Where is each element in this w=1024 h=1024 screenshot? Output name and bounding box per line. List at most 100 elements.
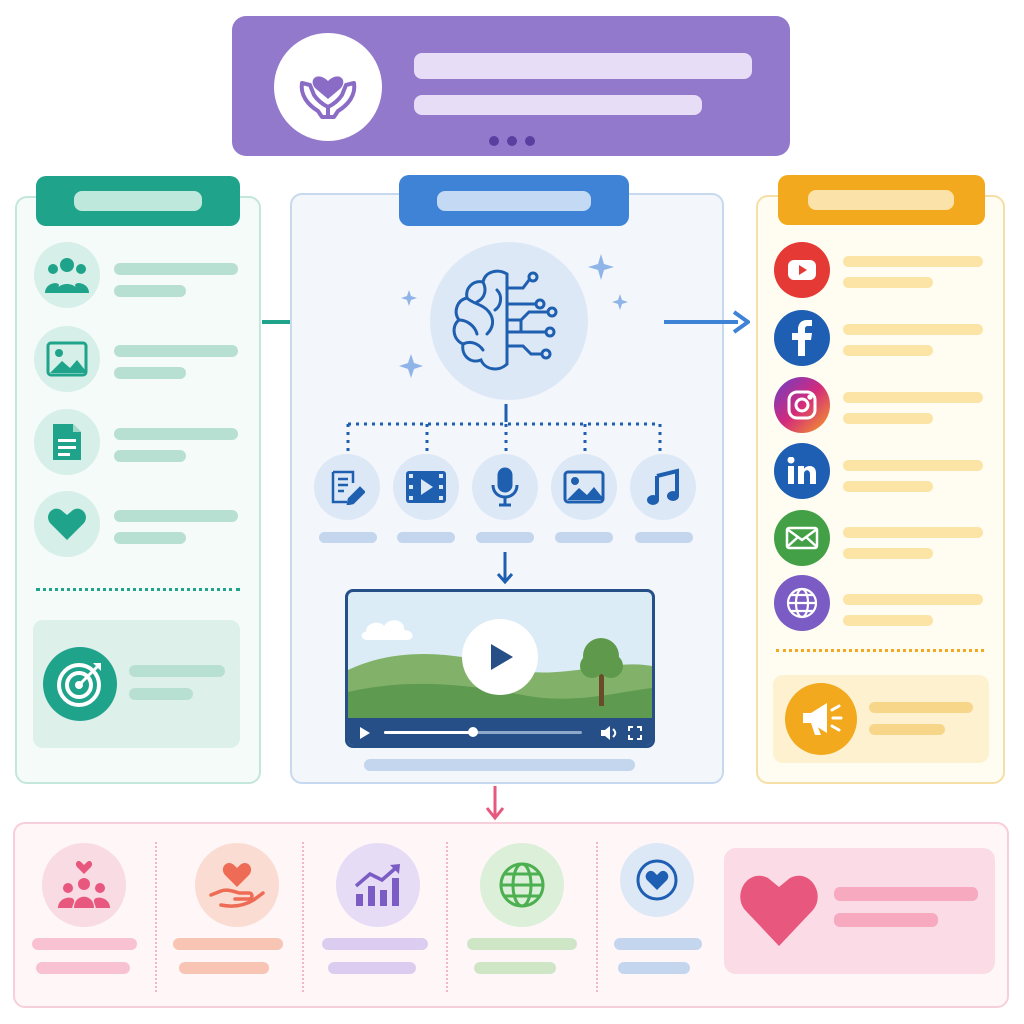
left-divider bbox=[36, 588, 240, 591]
target-icon bbox=[43, 647, 117, 721]
channel-3-line-1 bbox=[843, 392, 983, 403]
summary-line-1 bbox=[834, 887, 978, 901]
channel-5-line-2 bbox=[843, 548, 933, 559]
down-arrow-to-player bbox=[495, 550, 515, 586]
player-controls bbox=[348, 718, 652, 745]
fullscreen-icon[interactable] bbox=[628, 726, 642, 740]
big-heart-icon bbox=[740, 875, 818, 946]
image-icon bbox=[34, 326, 100, 392]
channel-5-line-1 bbox=[843, 527, 983, 538]
linkedin-icon[interactable] bbox=[774, 443, 830, 499]
outcome-2-line-1 bbox=[173, 938, 283, 950]
summary-card bbox=[724, 848, 995, 974]
channel-2-line-2 bbox=[843, 345, 933, 356]
media-label-3 bbox=[476, 532, 534, 543]
community-icon bbox=[42, 843, 126, 927]
outcome-3-line-2 bbox=[328, 962, 416, 974]
music-note-icon bbox=[630, 454, 696, 520]
promo-line-1 bbox=[869, 702, 973, 713]
channel-4-line-2 bbox=[843, 481, 933, 492]
edit-text-icon bbox=[314, 454, 380, 520]
video-scene bbox=[348, 620, 652, 718]
media-label-2 bbox=[397, 532, 455, 543]
sparkle-icons bbox=[398, 250, 638, 380]
channel-3-line-2 bbox=[843, 413, 933, 424]
heart-hands-icon bbox=[274, 33, 382, 141]
outcome-2-line-2 bbox=[179, 962, 269, 974]
header-title-line bbox=[414, 53, 752, 79]
channel-1-line-1 bbox=[843, 256, 983, 267]
header-banner bbox=[232, 16, 790, 156]
channel-2-line-1 bbox=[843, 324, 983, 335]
connector-tree bbox=[340, 400, 670, 456]
summary-line-2 bbox=[834, 913, 938, 927]
center-panel-tab bbox=[399, 175, 629, 226]
right-promo-card bbox=[773, 675, 989, 763]
left-item-3-line-1 bbox=[114, 428, 238, 440]
email-icon[interactable] bbox=[774, 510, 830, 566]
left-panel-tab-label bbox=[74, 191, 202, 211]
video-film-icon bbox=[393, 454, 459, 520]
youtube-icon[interactable] bbox=[774, 242, 830, 298]
image-icon bbox=[551, 454, 617, 520]
progress-track[interactable] bbox=[384, 731, 582, 734]
outcome-5-line-1 bbox=[614, 938, 702, 950]
bottom-divider-3 bbox=[446, 842, 448, 992]
heart-icon bbox=[34, 491, 100, 557]
left-item-2-line-2 bbox=[114, 367, 186, 379]
channel-6-line-2 bbox=[843, 615, 933, 626]
channel-4-line-1 bbox=[843, 460, 983, 471]
left-goal-card bbox=[33, 620, 240, 748]
ai-brain-icon bbox=[430, 242, 588, 400]
channel-1-line-2 bbox=[843, 277, 933, 288]
right-panel-tab bbox=[778, 175, 985, 225]
loyalty-heart-icon bbox=[620, 843, 694, 917]
outcome-5-line-2 bbox=[618, 962, 690, 974]
outcome-1-line-2 bbox=[36, 962, 130, 974]
media-label-1 bbox=[319, 532, 377, 543]
video-player[interactable] bbox=[345, 589, 655, 748]
more-dots-icon[interactable] bbox=[488, 135, 548, 147]
document-icon bbox=[34, 409, 100, 475]
flow-arrow-center-bottom bbox=[484, 784, 506, 824]
left-item-4-line-2 bbox=[114, 532, 186, 544]
outcome-4-line-1 bbox=[467, 938, 577, 950]
left-item-1-line-2 bbox=[114, 285, 186, 297]
globe-icon[interactable] bbox=[774, 575, 830, 631]
left-item-1-line-1 bbox=[114, 263, 238, 275]
promo-line-2 bbox=[869, 724, 945, 735]
bottom-divider-4 bbox=[596, 842, 598, 992]
group-icon bbox=[34, 242, 100, 308]
right-divider bbox=[776, 649, 984, 652]
growth-chart-icon bbox=[336, 843, 420, 927]
flow-arrow-center-right bbox=[664, 308, 750, 336]
header-subtitle-line bbox=[414, 95, 702, 115]
progress-fill bbox=[384, 731, 474, 734]
global-reach-icon bbox=[480, 843, 564, 927]
facebook-icon[interactable] bbox=[774, 310, 830, 366]
goal-line-2 bbox=[129, 688, 193, 700]
media-label-5 bbox=[635, 532, 693, 543]
volume-icon[interactable] bbox=[600, 725, 618, 741]
megaphone-icon bbox=[785, 683, 857, 755]
microphone-icon bbox=[472, 454, 538, 520]
left-item-2-line-1 bbox=[114, 345, 238, 357]
small-play-icon[interactable] bbox=[358, 726, 372, 740]
outcome-1-line-1 bbox=[32, 938, 137, 950]
goal-line-1 bbox=[129, 665, 225, 677]
player-caption-line bbox=[364, 759, 635, 771]
care-hand-icon bbox=[195, 843, 279, 927]
left-item-4-line-1 bbox=[114, 510, 238, 522]
instagram-icon[interactable] bbox=[774, 377, 830, 433]
right-panel-tab-label bbox=[808, 190, 954, 210]
channel-6-line-1 bbox=[843, 594, 983, 605]
progress-knob[interactable] bbox=[468, 727, 479, 737]
play-icon[interactable] bbox=[462, 619, 538, 695]
outcome-3-line-1 bbox=[322, 938, 428, 950]
bottom-divider-1 bbox=[155, 842, 157, 992]
media-label-4 bbox=[555, 532, 613, 543]
bottom-divider-2 bbox=[302, 842, 304, 992]
left-item-3-line-2 bbox=[114, 450, 186, 462]
center-panel-tab-label bbox=[437, 191, 591, 211]
left-panel-tab bbox=[36, 176, 240, 226]
